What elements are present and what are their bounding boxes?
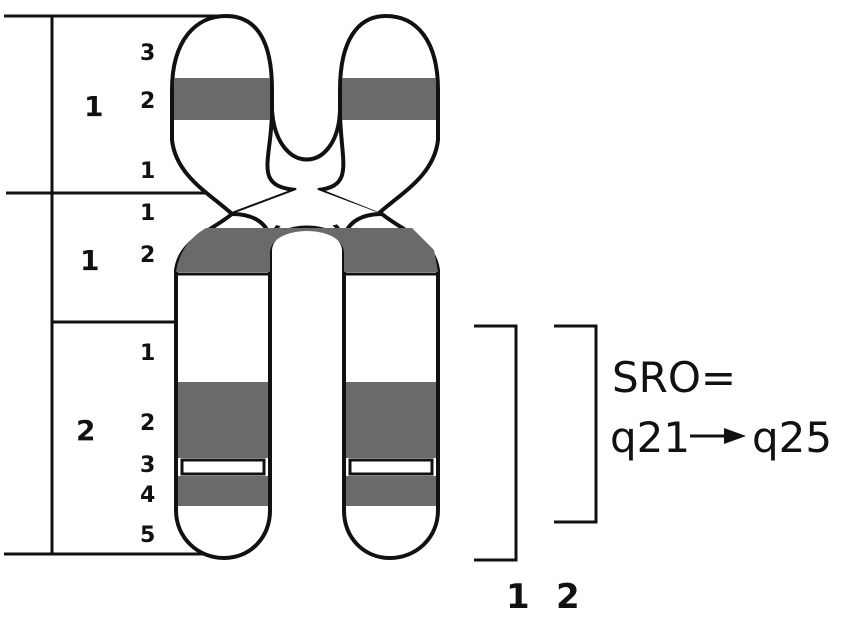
region-q1-label: 1 xyxy=(80,244,99,277)
band-q23-left xyxy=(182,460,264,474)
arrow-icon xyxy=(690,428,746,444)
region-q2-label: 2 xyxy=(76,414,95,447)
band-q24-right xyxy=(346,476,436,506)
band-q12-label: 2 xyxy=(140,243,155,268)
band-p12-right xyxy=(342,78,436,120)
band-q11-label: 1 xyxy=(140,201,155,226)
bracket-1-label: 1 xyxy=(506,577,530,614)
band-q24-left xyxy=(178,476,268,506)
deletion-brackets xyxy=(474,326,596,560)
sro-title: SRO= xyxy=(612,353,736,402)
upper-inner-arc xyxy=(272,110,340,160)
bracket-2 xyxy=(554,326,596,522)
band-q21-label: 1 xyxy=(140,341,155,366)
band-p12-left xyxy=(174,78,270,120)
band-q23-right xyxy=(350,460,432,474)
bracket-2-label: 2 xyxy=(556,577,580,614)
band-q25-label: 5 xyxy=(140,523,155,548)
band-p11-label: 1 xyxy=(140,159,155,184)
band-q22-right xyxy=(346,382,436,458)
band-q22-left xyxy=(178,382,268,458)
band-p13-label: 3 xyxy=(140,41,155,66)
band-q11-12 xyxy=(176,228,438,272)
band-labels: 1 3 2 1 1 1 2 2 1 2 3 4 5 xyxy=(76,41,155,548)
band-q23-label: 3 xyxy=(140,453,155,478)
sro-end-band: q25 xyxy=(752,413,832,462)
band-q22-label: 2 xyxy=(140,411,155,436)
sro-annotation: SRO= q21 q25 xyxy=(610,353,832,462)
chromosome xyxy=(170,16,438,558)
bracket-1 xyxy=(474,326,516,560)
region-p1-label: 1 xyxy=(84,90,103,123)
sro-start-band: q21 xyxy=(610,413,690,462)
band-q24-label: 4 xyxy=(140,483,155,508)
band-p12-label: 2 xyxy=(140,89,155,114)
